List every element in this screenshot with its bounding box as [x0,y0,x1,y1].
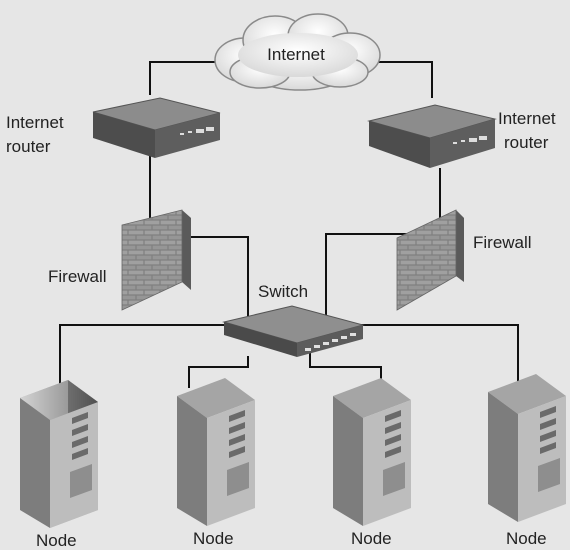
link-cloud-router-left [149,61,222,95]
router-left: Internet router [6,97,221,158]
link-firewall-right-switch [325,233,418,315]
link-firewall-left-switch [191,236,249,316]
server-icon [333,378,411,526]
firewall-left-label: Firewall [48,267,107,286]
node-1: Node [20,380,98,550]
internet-label: Internet [267,45,325,64]
router-icon [92,97,221,158]
server-icon [20,380,98,528]
switch-icon [222,305,365,357]
switch-label: Switch [258,282,308,301]
firewall-icon [121,209,191,311]
internet-cloud: Internet [214,13,381,91]
firewall-right: Firewall [396,209,532,311]
node-2: Node [177,378,255,548]
router-right: Internet router [367,104,556,168]
node-3: Node [333,378,411,548]
firewall-icon [396,209,464,311]
firewall-left: Firewall [48,209,191,311]
switch: Switch [222,282,365,357]
router-right-label-line1: Internet [498,109,556,128]
node-4: Node [488,374,566,548]
router-right-label-line2: router [504,133,549,152]
router-left-label-line2: router [6,137,51,156]
server-icon [177,378,255,526]
link-switch-node-2 [188,356,249,388]
router-left-label-line1: Internet [6,113,64,132]
link-switch-node-3 [309,352,382,386]
router-icon [367,104,497,168]
node-label: Node [193,529,234,548]
node-label: Node [36,531,77,550]
node-label: Node [506,529,547,548]
server-icon [488,374,566,522]
firewall-right-label: Firewall [473,233,532,252]
connection-lines [59,61,519,388]
node-label: Node [351,529,392,548]
link-cloud-router-right [372,61,433,98]
link-switch-nodes-outer [59,324,225,388]
link-switch-node-4 [355,324,519,382]
